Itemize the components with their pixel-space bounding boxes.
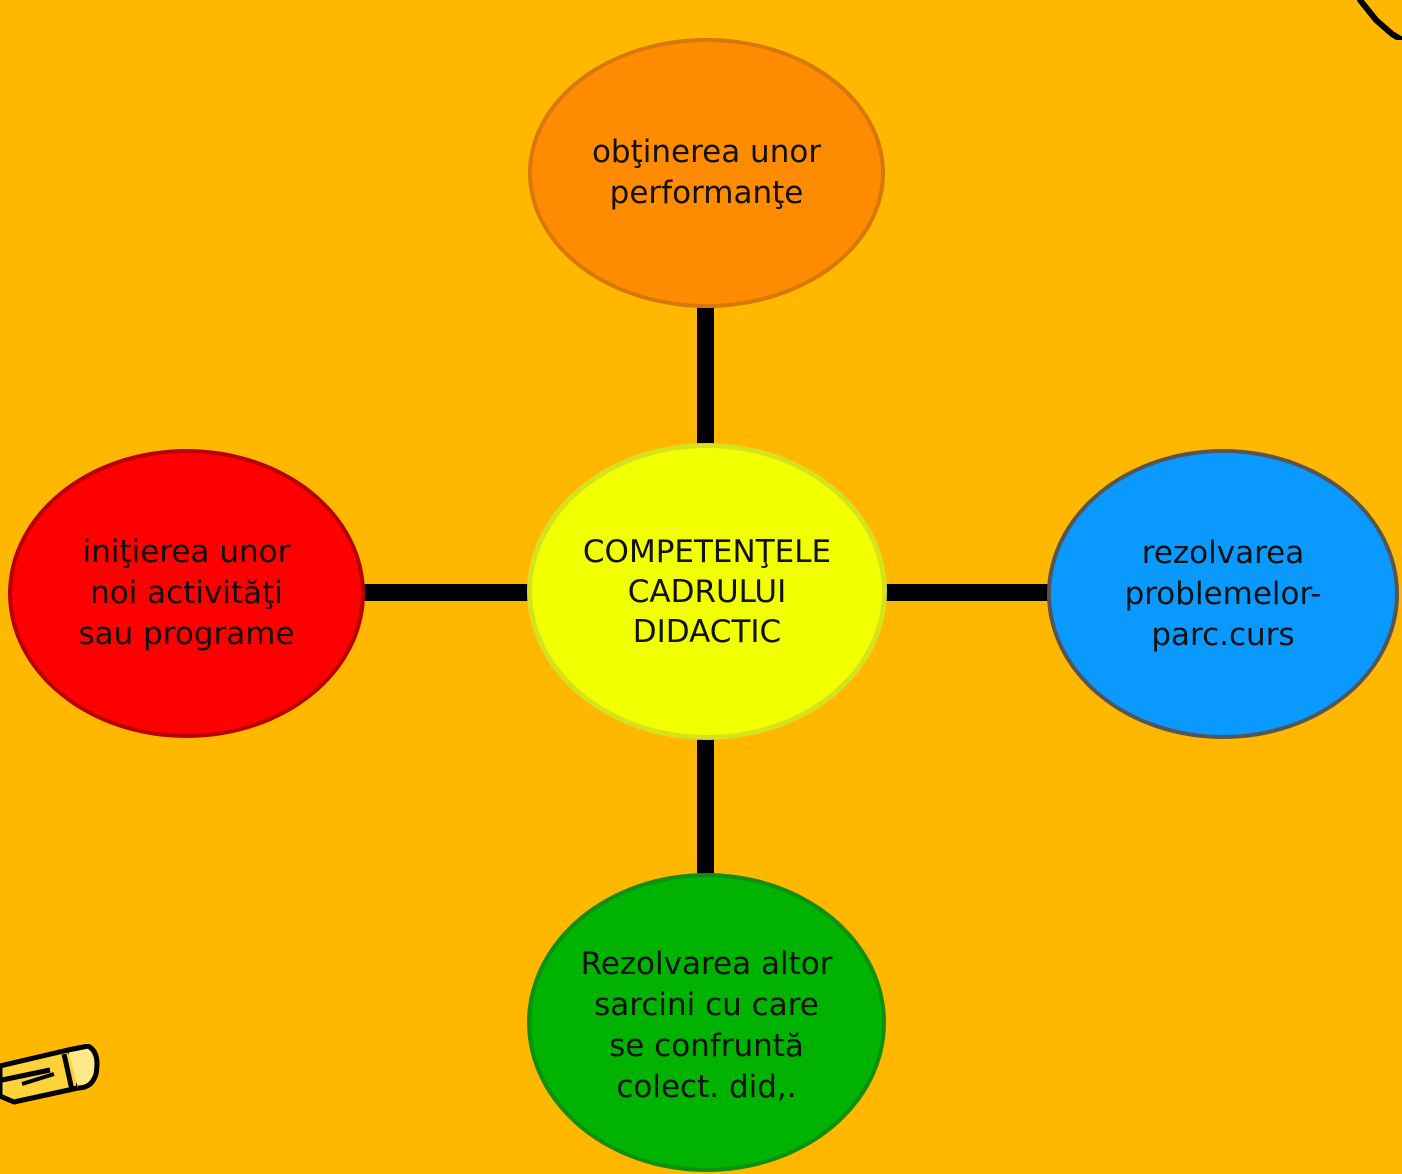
node-top-label: obţinerea unor performanţe xyxy=(591,134,822,211)
connector-top xyxy=(697,306,714,446)
node-top: obţinerea unor performanţe xyxy=(528,38,885,308)
node-left: iniţierea unor noi activităţi sau progra… xyxy=(8,449,365,738)
corner-line-icon xyxy=(1357,0,1402,40)
node-bottom: Rezolvarea altor sarcini cu care se conf… xyxy=(527,873,886,1172)
connector-left xyxy=(364,584,529,601)
node-center-label: COMPETENŢELE CADRULUI DIDACTIC xyxy=(582,533,832,650)
node-left-label: iniţierea unor noi activităţi sau progra… xyxy=(78,534,295,652)
connector-right xyxy=(885,584,1049,601)
node-bottom-label: Rezolvarea altor sarcini cu care se conf… xyxy=(580,945,833,1105)
node-right: rezolvarea problemelor- parc.curs xyxy=(1047,449,1399,739)
node-center: COMPETENŢELE CADRULUI DIDACTIC xyxy=(527,443,887,740)
pencil-icon xyxy=(0,1044,100,1105)
connector-bottom xyxy=(697,739,714,875)
node-right-label: rezolvarea problemelor- parc.curs xyxy=(1124,534,1322,653)
